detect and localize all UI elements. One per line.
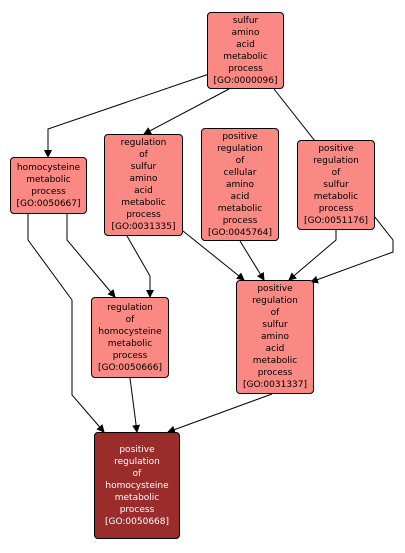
go-term-id: [GO:0051176] xyxy=(303,216,369,226)
go-term-label-line: metabolic xyxy=(107,338,153,349)
go-term-label-line: metabolic xyxy=(223,51,268,62)
go-term-label-line: homocysteine xyxy=(105,480,169,491)
go-term-label-line: acid xyxy=(230,191,250,202)
go-term-label-line: homocysteine xyxy=(16,162,81,173)
edge-go-0051176-to-go-0031337 xyxy=(288,230,337,281)
go-term-label-line: positive xyxy=(119,444,155,455)
edge-go-0000096-to-go-0031335 xyxy=(143,88,230,135)
go-term-label-line: positive xyxy=(222,131,258,142)
go-term-label-line: amino xyxy=(226,179,254,190)
go-term-label-line: metabolic xyxy=(252,356,298,366)
go-term-id: [GO:0031335] xyxy=(111,222,176,232)
go-term-label-line: regulation xyxy=(114,456,160,467)
go-term-label-line: homocysteine xyxy=(98,326,162,337)
go-term-label-line: process xyxy=(31,186,66,197)
go-term-label-line: metabolic xyxy=(26,174,71,185)
go-term-label-line: acid xyxy=(236,39,255,50)
go-term-label-line: amino xyxy=(129,174,158,184)
go-term-label-line: process xyxy=(126,210,161,220)
go-term-label-line: process xyxy=(257,368,293,378)
go-term-label-line: cellular xyxy=(223,167,257,178)
edge-go-0050666-to-go-0050668 xyxy=(129,377,141,433)
go-term-label-line: process xyxy=(318,204,354,214)
go-term-label-line: of xyxy=(139,150,148,160)
go-term-label-line: amino xyxy=(261,332,289,342)
edge-go-0050667-to-go-0050668 xyxy=(27,214,105,433)
go-term-label-line: process xyxy=(222,215,258,226)
go-term-label-line: of xyxy=(132,468,142,479)
go-term-node-go-0031335[interactable]: regulation of sulfur amino acid metabolic proc… xyxy=(104,134,183,236)
go-term-label-line: sulfur xyxy=(130,162,157,172)
go-term-id: [GO:0050667] xyxy=(16,198,81,209)
go-term-label-line: regulation xyxy=(252,296,298,306)
go-term-label-line: sulfur xyxy=(262,320,288,330)
edge-go-0050667-to-go-0050666 xyxy=(66,214,116,298)
go-term-label-line: metabolic xyxy=(217,203,263,214)
edge-go-0000096-to-go-0050667 xyxy=(44,72,213,158)
go-term-id: [GO:0031337] xyxy=(242,380,308,390)
edge-go-0045764-to-go-0031337 xyxy=(239,240,265,281)
go-term-label-line: of xyxy=(235,155,245,166)
edge-go-0031335-to-go-0031337 xyxy=(182,230,245,281)
go-term-node-go-0031337[interactable]: positive regulation of sulfur amino acid metab… xyxy=(236,280,314,394)
go-term-label-line: regulation xyxy=(217,143,263,154)
go-term-label-line: metabolic xyxy=(313,192,359,202)
go-term-label-line: of xyxy=(125,314,135,325)
go-term-label-line: regulation xyxy=(107,302,153,313)
edge-go-0031335-to-go-0050666 xyxy=(126,235,154,298)
go-term-label-line: metabolic xyxy=(114,492,160,503)
go-term-label-line: regulation xyxy=(313,156,359,166)
go-term-label-line: acid xyxy=(265,344,285,354)
go-term-label-line: of xyxy=(331,168,341,178)
go-term-label-line: sulfur xyxy=(323,180,349,190)
go-term-label-line: positive xyxy=(318,144,354,154)
go-term-node-go-0051176[interactable]: positive regulation of sulfur metabolic proce… xyxy=(297,140,375,230)
go-term-label-line: process xyxy=(112,350,148,361)
go-term-label-line: regulation xyxy=(120,138,167,148)
go-term-label-line: process xyxy=(119,504,155,515)
go-term-id: [GO:0045764] xyxy=(207,227,273,238)
go-term-label-line: acid xyxy=(134,186,153,196)
go-term-label-line: process xyxy=(228,63,263,74)
go-term-label-line: sulfur xyxy=(232,15,259,26)
go-term-id: [GO:0050668] xyxy=(104,516,170,527)
go-term-id: [GO:0050666] xyxy=(97,362,163,373)
edge-go-0031337-to-go-0050668 xyxy=(167,393,273,434)
go-term-label-line: metabolic xyxy=(121,198,166,208)
go-term-label-line: positive xyxy=(257,284,293,294)
go-term-id: [GO:0000096] xyxy=(213,75,278,86)
go-term-label-line: amino xyxy=(231,27,260,38)
go-term-label-line: of xyxy=(270,308,280,318)
